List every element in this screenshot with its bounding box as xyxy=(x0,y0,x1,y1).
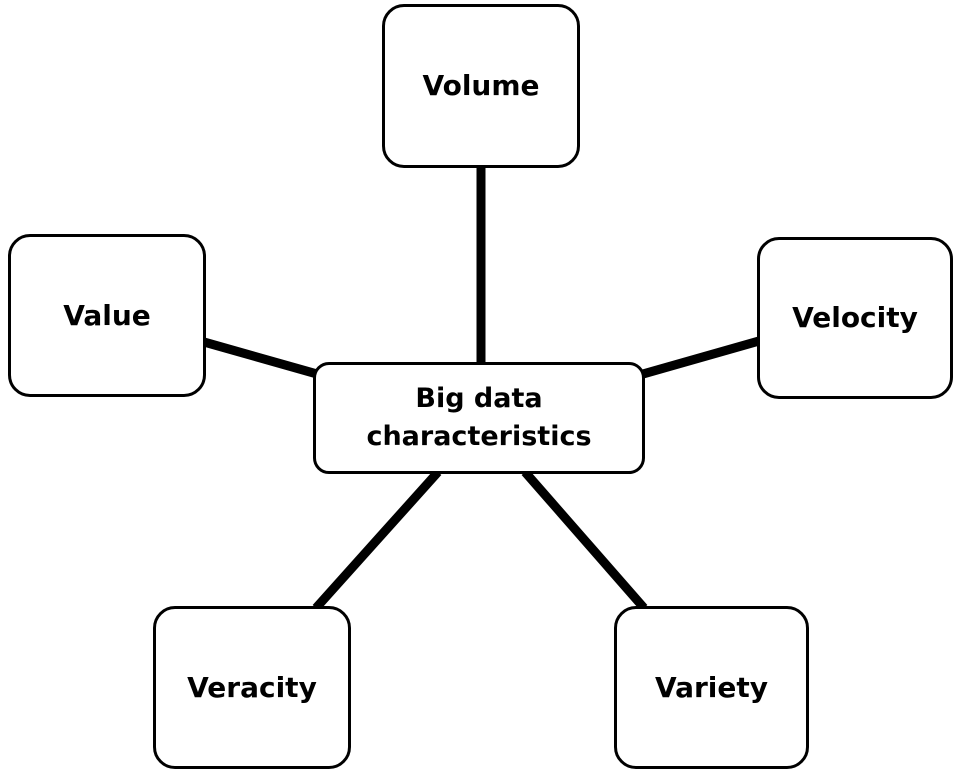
node-velocity: Velocity xyxy=(757,237,953,399)
center-label-line2: characteristics xyxy=(366,421,592,452)
node-velocity-label: Velocity xyxy=(792,301,918,335)
connector-value xyxy=(202,337,319,379)
node-veracity-label: Veracity xyxy=(187,670,317,704)
node-center-label: Big data characteristics xyxy=(366,380,591,456)
center-label-line1: Big data xyxy=(415,383,543,415)
node-volume: Volume xyxy=(382,4,580,168)
node-variety: Variety xyxy=(614,606,809,769)
node-veracity: Veracity xyxy=(153,606,351,769)
connector-variety xyxy=(521,469,648,611)
node-volume-label: Volume xyxy=(422,69,540,103)
node-value-label: Value xyxy=(63,298,151,332)
connector-velocity xyxy=(641,336,761,379)
node-variety-label: Variety xyxy=(654,670,769,704)
node-value: Value xyxy=(8,234,206,397)
connector-veracity xyxy=(312,468,442,612)
node-center: Big data characteristics xyxy=(313,362,645,474)
